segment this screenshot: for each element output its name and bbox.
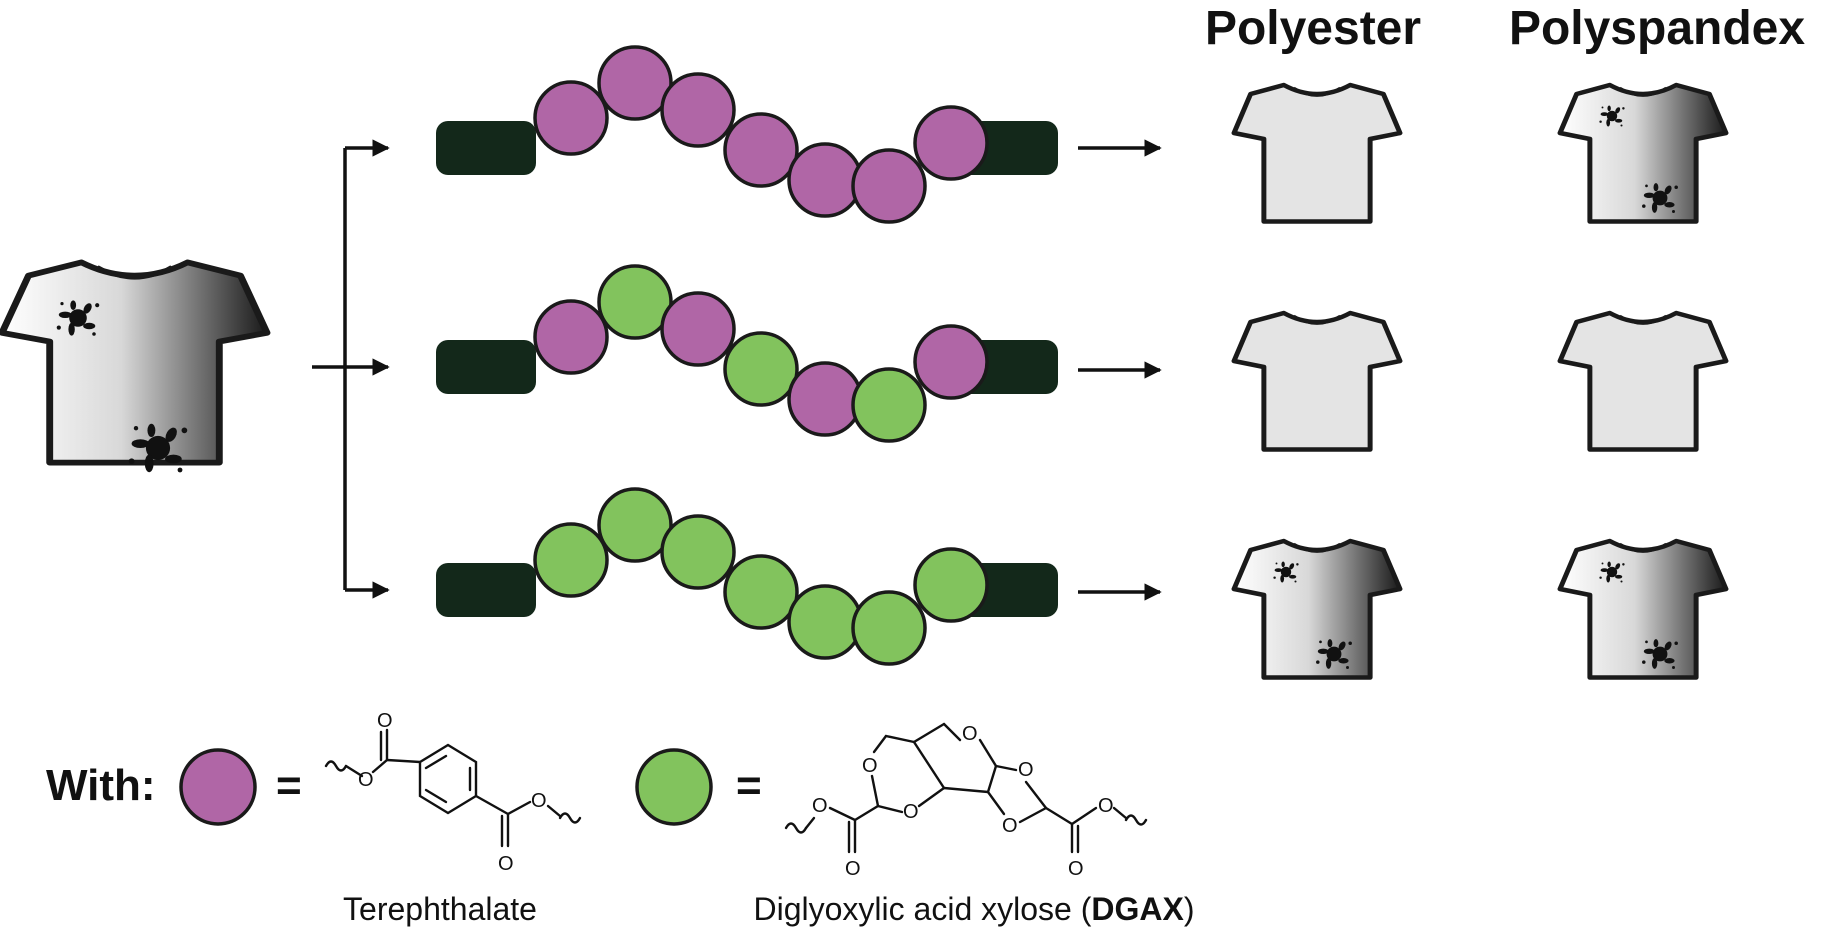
stained-shirt-icon: [1560, 85, 1726, 222]
stained-shirt-icon: [1234, 541, 1400, 678]
atom-o: O: [531, 790, 547, 812]
chain-endcap: [436, 121, 536, 175]
dgax-unit: [597, 487, 673, 563]
atom-o: O: [358, 769, 374, 791]
dgax-caption-main: Diglyoxylic acid xylose (: [754, 891, 1092, 927]
dgax-unit: [787, 584, 863, 660]
dgax-unit: [851, 590, 927, 666]
chain-endcap: [436, 563, 536, 617]
legend-with-label: With:: [46, 761, 156, 810]
atom-o: O: [903, 801, 919, 823]
terephthalate-caption: Terephthalate: [343, 891, 537, 927]
dgax-caption-bold: DGAX: [1091, 891, 1184, 927]
atom-o: O: [845, 858, 861, 880]
dgax-unit: [723, 554, 799, 630]
terephthalate-structure: O O O O: [324, 710, 582, 875]
clean-shirt-icon: [1560, 313, 1726, 450]
atom-o: O: [862, 755, 878, 777]
stained-shirt-icon: [1560, 541, 1726, 678]
dgax-unit: [597, 264, 673, 340]
atom-o: O: [1018, 759, 1034, 781]
clean-shirt-icon: [1234, 85, 1400, 222]
terephthalate-unit: [787, 361, 863, 437]
result-shirts: [1234, 85, 1726, 678]
input-stained-shirt-icon: [2, 262, 267, 462]
dgax-caption-end: ): [1184, 891, 1195, 927]
dgax-unit: [913, 547, 989, 623]
terephthalate-unit: [787, 142, 863, 218]
terephthalate-unit: [913, 324, 989, 400]
dgax-unit: [851, 367, 927, 443]
polymer-chain: [436, 264, 1058, 443]
dgax-unit: [660, 514, 736, 590]
legend-terephthalate-circle: [179, 748, 257, 826]
terephthalate-unit: [851, 148, 927, 224]
terephthalate-unit: [597, 45, 673, 121]
atom-o: O: [1068, 858, 1084, 880]
legend-equals: =: [736, 761, 762, 810]
dgax-structure: O O O O O O O O O: [784, 722, 1148, 880]
clean-shirt-icon: [1234, 313, 1400, 450]
dgax-unit: [723, 331, 799, 407]
atom-o: O: [1098, 795, 1114, 817]
dgax-unit: [533, 522, 609, 598]
polymer-chain: [436, 487, 1058, 666]
atom-o: O: [1002, 815, 1018, 837]
legend-equals: =: [276, 761, 302, 810]
chain-endcap: [436, 340, 536, 394]
atom-o: O: [498, 853, 514, 875]
terephthalate-unit: [533, 299, 609, 375]
terephthalate-unit: [660, 72, 736, 148]
terephthalate-unit: [913, 105, 989, 181]
branch-bracket: [312, 139, 390, 599]
polymer-chains: [436, 45, 1058, 666]
atom-o: O: [812, 795, 828, 817]
terephthalate-unit: [660, 291, 736, 367]
legend-dgax-circle: [635, 748, 713, 826]
atom-o: O: [377, 710, 393, 732]
terephthalate-unit: [533, 80, 609, 156]
column-title-polyester: Polyester: [1205, 2, 1421, 55]
polymer-chain: [436, 45, 1058, 224]
column-title-polyspandex: Polyspandex: [1509, 2, 1805, 55]
atom-o: O: [962, 723, 978, 745]
dgax-caption: Diglyoxylic acid xylose (DGAX): [754, 891, 1195, 927]
terephthalate-unit: [723, 112, 799, 188]
